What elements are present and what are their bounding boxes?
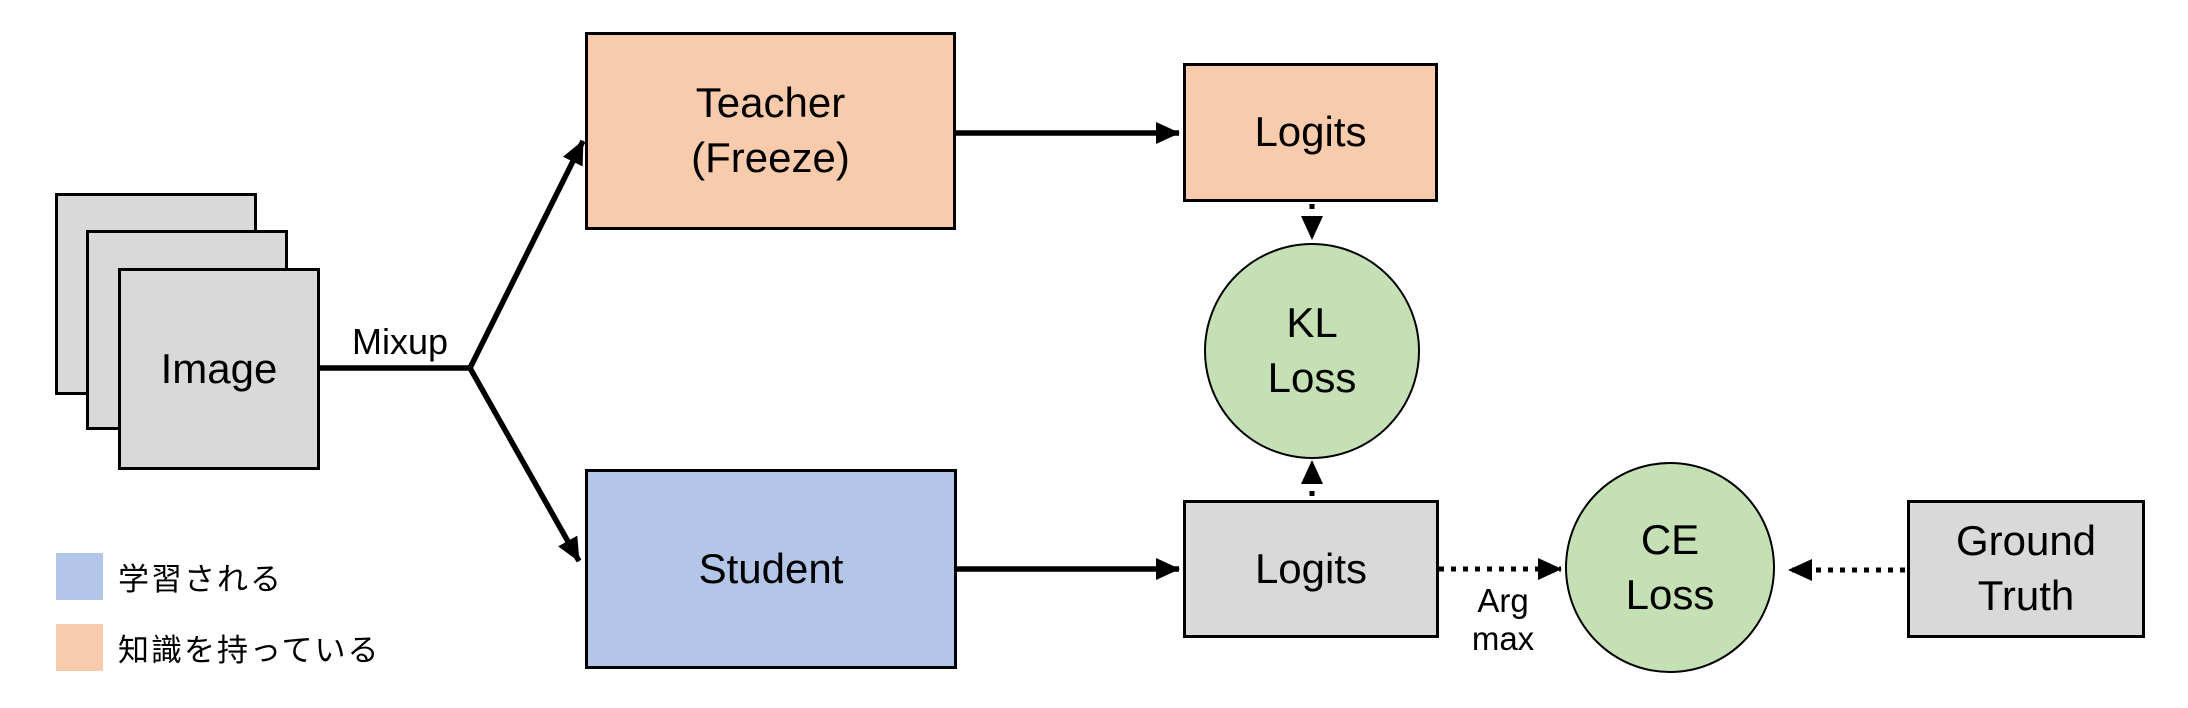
kl-loss-circle: KL Loss xyxy=(1204,243,1420,459)
mixup-label: Mixup xyxy=(351,321,449,362)
legend-label-knowledge: 知識を持っている xyxy=(118,633,381,668)
legend-item-knowledge: 知識を持っている xyxy=(56,624,380,671)
image-box: Image xyxy=(118,268,320,470)
teacher-box: Teacher (Freeze) xyxy=(585,32,956,230)
student-logits-box: Logits xyxy=(1183,500,1439,638)
legend-item-trained: 学習される xyxy=(56,553,380,600)
ground-truth-box: Ground Truth xyxy=(1907,500,2145,638)
legend: 学習される 知識を持っている xyxy=(56,553,380,695)
mixup-to-student-arrow xyxy=(467,366,582,563)
orange-swatch xyxy=(56,624,103,671)
ce-loss-circle: CE Loss xyxy=(1565,462,1775,673)
teacher-logits-box: Logits xyxy=(1183,63,1438,202)
legend-label-trained: 学習される xyxy=(118,562,283,597)
mixup-to-teacher-arrow xyxy=(467,139,586,370)
blue-swatch xyxy=(56,553,103,600)
arg-max-label: Arg max xyxy=(1471,582,1535,657)
student-box: Student xyxy=(585,469,957,669)
